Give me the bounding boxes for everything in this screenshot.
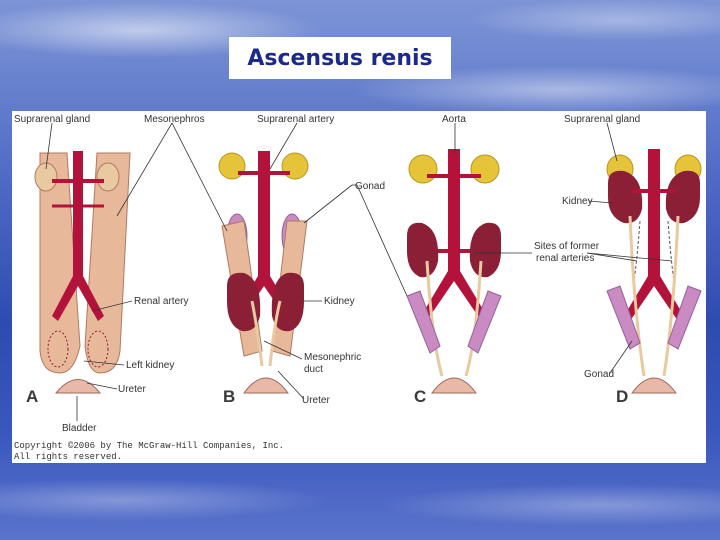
- copyright-line-2: All rights reserved.: [14, 452, 122, 462]
- kidney-left-a: [47, 330, 69, 368]
- mesonephros-left-a: [39, 152, 81, 374]
- gonad-right-c: [467, 290, 502, 354]
- label-mesonephric-duct-2: duct: [304, 364, 323, 375]
- panel-letter-d: D: [616, 387, 628, 406]
- label-mesonephric-duct-1: Mesonephric: [304, 352, 361, 363]
- kidney-ascent-diagram: Suprarenal gland Mesonephros Suprarenal …: [14, 114, 702, 462]
- kidney-right-c: [469, 222, 501, 278]
- suprarenal-gland-left-c: [408, 154, 438, 184]
- copyright-line-1: Copyright ©2006 by The McGraw-Hill Compa…: [14, 441, 284, 451]
- kidney-left-b: [227, 272, 261, 332]
- panel-b: [218, 151, 309, 394]
- kidney-right-d: [665, 170, 700, 224]
- embryology-figure: Suprarenal gland Mesonephros Suprarenal …: [12, 111, 706, 463]
- aorta-c: [424, 149, 484, 316]
- label-renal-artery: Renal artery: [134, 296, 188, 307]
- label-kidney-d: Kidney: [562, 196, 593, 207]
- aorta-a: [52, 151, 104, 321]
- panel-letter-b: B: [223, 387, 235, 406]
- suprarenal-gland-right-c: [470, 154, 500, 184]
- gonad-left-c: [406, 290, 441, 354]
- suprarenal-gland-left-a: [34, 162, 58, 192]
- panel-letter-c: C: [414, 387, 426, 406]
- label-gonad-d: Gonad: [584, 369, 614, 380]
- leader-lines: [45, 122, 673, 421]
- kidney-left-d: [608, 170, 643, 224]
- bladder-d: [631, 377, 677, 394]
- mesonephros-right-a: [84, 152, 131, 374]
- kidney-right-b: [271, 272, 304, 332]
- bladder-a: [54, 379, 102, 394]
- gonad-left-d: [606, 285, 641, 350]
- kidney-left-c: [407, 222, 439, 278]
- label-kidney-b: Kidney: [324, 296, 355, 307]
- aorta-b: [234, 151, 294, 321]
- panel-d: [606, 149, 702, 394]
- title-box: Ascensus renis: [229, 37, 451, 79]
- label-left-kidney: Left kidney: [126, 360, 174, 371]
- label-suprarenal-gland-a: Suprarenal gland: [14, 114, 90, 125]
- gonad-right-d: [667, 285, 702, 350]
- label-suprarenal-artery: Suprarenal artery: [257, 114, 334, 125]
- label-ureter-a: Ureter: [118, 384, 146, 395]
- label-gonad-b: Gonad: [355, 181, 385, 192]
- label-ureter-b: Ureter: [302, 395, 330, 406]
- aorta-d: [624, 149, 684, 321]
- panel-a: [34, 151, 131, 394]
- bladder-b: [243, 377, 289, 394]
- suprarenal-gland-right-a: [96, 162, 120, 192]
- bladder-c: [431, 377, 477, 394]
- label-suprarenal-gland-d: Suprarenal gland: [564, 114, 640, 125]
- label-bladder: Bladder: [62, 423, 97, 434]
- suprarenal-gland-left-b: [218, 152, 246, 180]
- label-sites-former-2: renal arteries: [536, 253, 594, 264]
- label-mesonephros: Mesonephros: [144, 114, 205, 125]
- label-sites-former-1: Sites of former: [534, 241, 600, 252]
- panel-letter-a: A: [26, 387, 38, 406]
- slide-title: Ascensus renis: [247, 45, 433, 71]
- labels: Suprarenal gland Mesonephros Suprarenal …: [14, 114, 640, 434]
- panel-c: [406, 149, 502, 394]
- suprarenal-gland-right-b: [281, 152, 309, 180]
- kidney-right-a: [87, 330, 109, 368]
- label-aorta: Aorta: [442, 114, 466, 125]
